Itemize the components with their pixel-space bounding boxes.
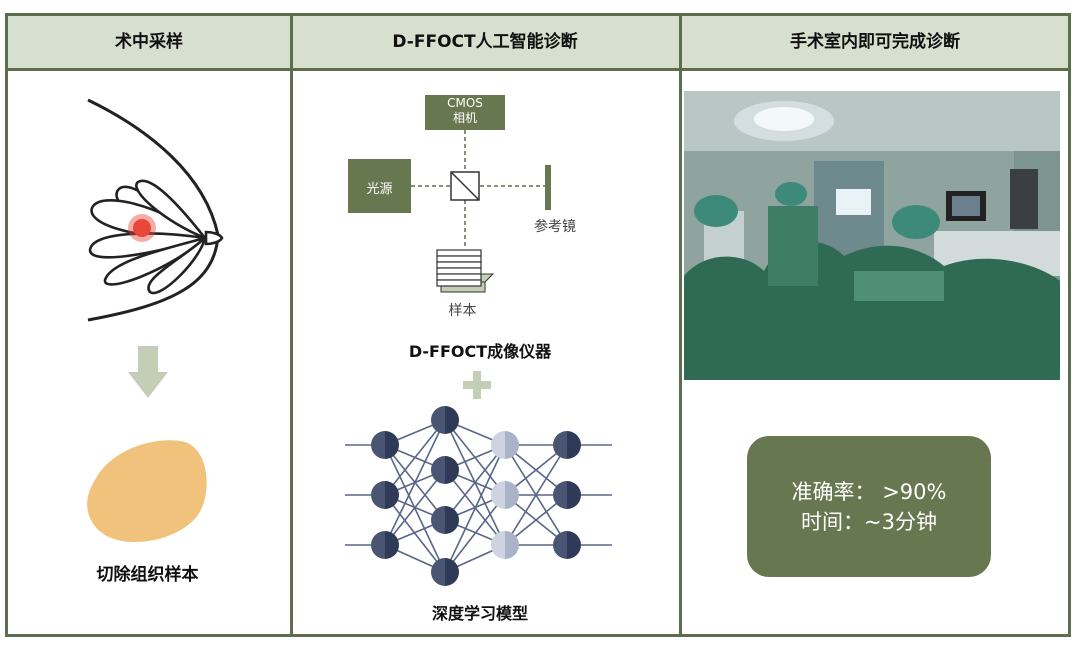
network-node-layer-1 (371, 431, 399, 459)
accuracy-value: >90% (882, 479, 947, 504)
photo-illustration (684, 91, 1060, 380)
network-node-layer-2 (431, 558, 459, 586)
column-header-or-diagnosis: 手术室内即可完成诊断 (790, 32, 960, 52)
accuracy-line: 准确率： >90% (747, 477, 991, 507)
camera-label: 相机 (452, 111, 477, 125)
network-edge (444, 444, 506, 521)
light-source-box (348, 159, 411, 213)
network-node-layer-2 (431, 406, 459, 434)
time-line: 时间：~3分钟 (747, 507, 991, 537)
time-label: 时间： (801, 509, 865, 534)
cmos-camera-box (425, 95, 505, 130)
breast-lobes-icon (88, 179, 224, 295)
down-arrow-icon (128, 346, 168, 398)
plus-icon (463, 371, 491, 399)
network-node-layer-2 (431, 456, 459, 484)
tissue-sample-icon (87, 440, 207, 543)
result-box: 准确率： >90% 时间：~3分钟 (747, 436, 991, 577)
network-edge (384, 419, 446, 546)
light-source-label: 光源 (366, 182, 393, 197)
network-edge (444, 494, 506, 573)
network-edge (384, 494, 446, 573)
network-node-layer-3 (491, 531, 519, 559)
network-node-layer-1 (371, 481, 399, 509)
optical-paths (411, 130, 545, 248)
column-header-ai-diagnosis: D-FFOCT人工智能诊断 (392, 32, 578, 52)
device-label: D-FFOCT成像仪器 (408, 342, 552, 361)
network-edge (384, 419, 446, 496)
network-edge (444, 444, 506, 573)
time-value: ~3分钟 (864, 509, 937, 534)
operating-room-photo (684, 91, 1060, 380)
network-node-layer-1 (371, 531, 399, 559)
sample-label: 切除组织样本 (96, 565, 199, 585)
header-row (8, 16, 1068, 71)
cmos-label: CMOS (447, 96, 483, 110)
accuracy-label: 准确率： (791, 479, 876, 504)
network-node-layer-4 (553, 431, 581, 459)
reference-mirror-label: 参考镜 (534, 219, 576, 235)
network-node-layer-2 (431, 506, 459, 534)
diagram-frame (5, 13, 1071, 637)
network-node-layer-3 (491, 431, 519, 459)
column-divider-2 (679, 16, 682, 634)
model-label: 深度学习模型 (431, 604, 528, 623)
sample-stack-icon (436, 249, 495, 293)
sample-stage-label: 样本 (448, 303, 477, 319)
column-divider-1 (290, 16, 293, 634)
network-edge (384, 469, 446, 546)
column-header-sampling: 术中采样 (115, 32, 183, 52)
reference-mirror-icon (545, 165, 551, 210)
network-node-layer-4 (553, 531, 581, 559)
network-node-layer-3 (491, 481, 519, 509)
network-edge (504, 444, 568, 546)
network-nodes (371, 406, 581, 586)
network-node-layer-4 (553, 481, 581, 509)
lesion-dot (133, 219, 151, 237)
